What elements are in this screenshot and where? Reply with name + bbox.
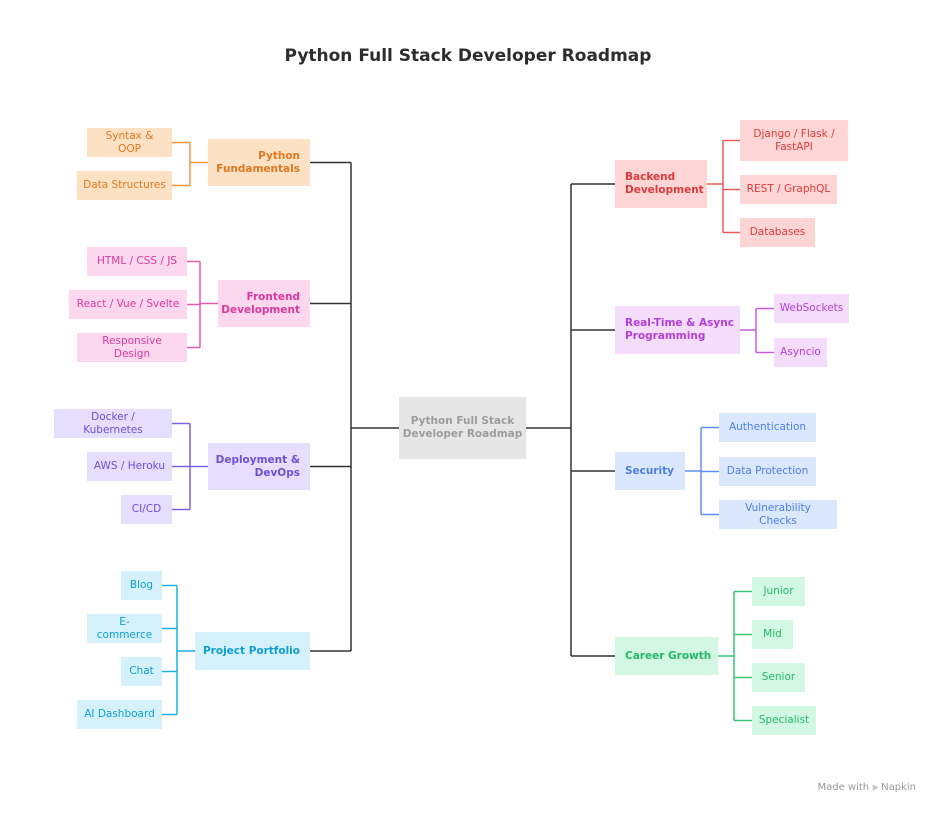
security-leaf: Authentication — [719, 413, 816, 442]
backend-leaf: Databases — [740, 218, 815, 247]
branch-security: Security — [615, 452, 685, 490]
python-leaf: Syntax & OOP — [87, 128, 172, 157]
devops-leaf: CI/CD — [121, 495, 172, 524]
devops-leaf: AWS / Heroku — [87, 452, 172, 481]
career-leaf: Mid — [752, 620, 793, 649]
devops-leaf: Docker / Kubernetes — [54, 409, 172, 438]
backend-leaf: REST / GraphQL — [740, 175, 837, 204]
branch-devops: Deployment & DevOps — [208, 443, 310, 490]
frontend-leaf: Responsive Design — [77, 333, 187, 362]
branch-career: Career Growth — [615, 637, 718, 675]
career-leaf: Junior — [752, 577, 805, 606]
footer-watermark: Made with ⫸ Napkin — [817, 782, 916, 793]
backend-leaf: Django / Flask / FastAPI — [740, 120, 848, 161]
portfolio-leaf: E-commerce — [87, 614, 162, 643]
career-leaf: Specialist — [752, 706, 816, 735]
security-leaf: Data Protection — [719, 457, 816, 486]
branch-frontend: Frontend Development — [218, 280, 310, 327]
career-leaf: Senior — [752, 663, 805, 692]
branch-backend: Backend Development — [615, 160, 707, 208]
frontend-leaf: HTML / CSS / JS — [87, 247, 187, 276]
frontend-leaf: React / Vue / Svelte — [69, 290, 187, 319]
branch-portfolio: Project Portfolio — [195, 632, 310, 670]
center-node: Python Full Stack Developer Roadmap — [399, 397, 526, 459]
realtime-leaf: Asyncio — [774, 338, 827, 367]
branch-realtime: Real-Time & Async Programming — [615, 306, 740, 354]
portfolio-leaf: Chat — [121, 657, 162, 686]
portfolio-leaf: AI Dashboard — [77, 700, 162, 729]
diagram-title: Python Full Stack Developer Roadmap — [284, 46, 652, 66]
branch-python: Python Fundamentals — [208, 139, 310, 186]
portfolio-leaf: Blog — [121, 571, 162, 600]
python-leaf: Data Structures — [77, 171, 172, 200]
security-leaf: Vulnerability Checks — [719, 500, 837, 529]
realtime-leaf: WebSockets — [774, 294, 849, 323]
